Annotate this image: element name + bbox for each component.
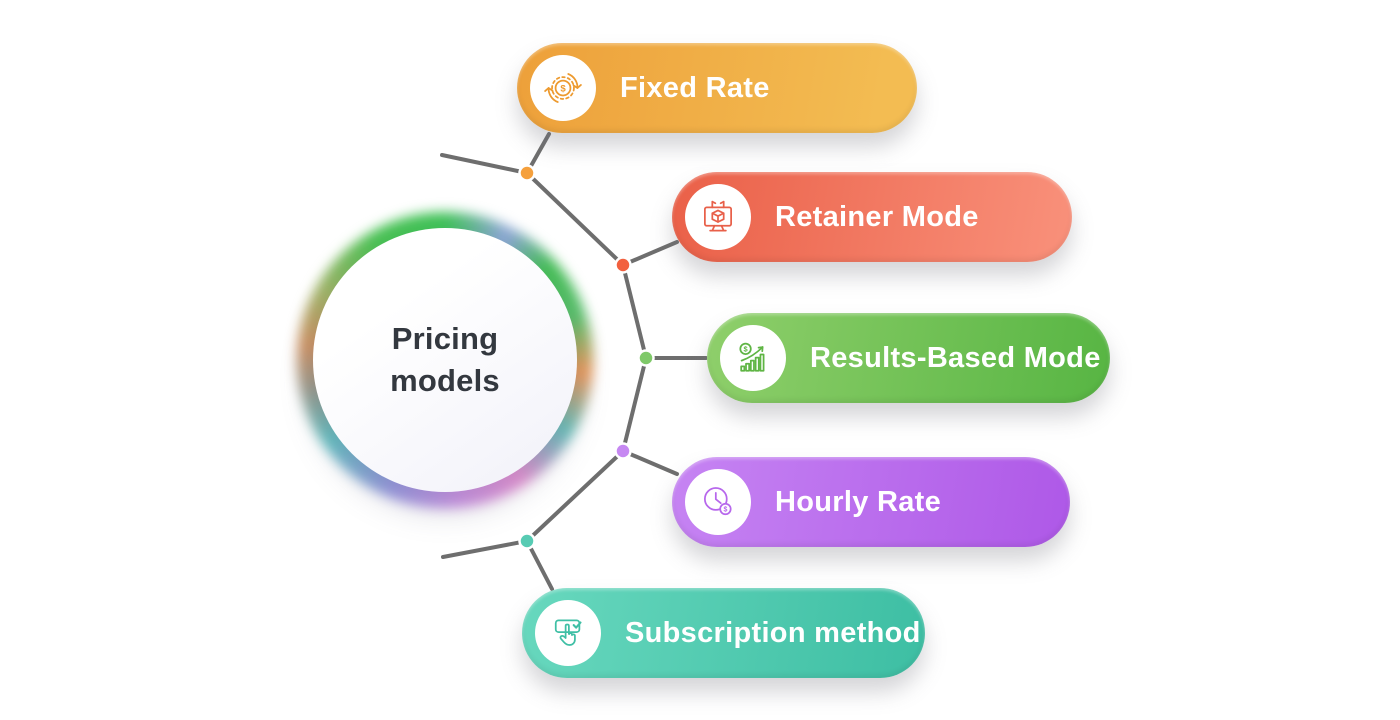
pill-retainer-mode: Retainer Mode [672, 172, 1072, 262]
branch-retainer-mode [621, 240, 679, 267]
hub-circle: Pricing models [313, 228, 577, 492]
fixed-rate-icon-circle: $ [530, 55, 596, 121]
diagram-title-line2: models [390, 363, 500, 398]
results-based-icon-circle: $ [720, 325, 786, 391]
pill-hourly-rate: $ Hourly Rate [672, 457, 1070, 547]
svg-text:$: $ [743, 344, 748, 353]
hourly-rate-icon-circle: $ [685, 469, 751, 535]
pill-fixed-rate: $ Fixed Rate [517, 43, 917, 133]
gear-dollar-sync-icon: $ [544, 73, 582, 103]
pill-label-fixed-rate: Fixed Rate [620, 71, 770, 104]
diagram-title-line1: Pricing [391, 321, 499, 356]
pill-label-hourly-rate: Hourly Rate [775, 485, 942, 518]
monitor-package-icon [704, 200, 732, 232]
pill-subscription-method: Subscription method [522, 588, 925, 678]
growth-chart-dollar-icon: $ [739, 342, 765, 372]
retainer-mode-icon-circle [685, 184, 751, 250]
click-subscribe-icon [554, 619, 582, 646]
pill-results-based-mode: $ Results-Based Mode [707, 313, 1110, 403]
node-dot-results-based [637, 349, 655, 367]
node-dot-subscription [518, 532, 536, 550]
svg-text:$: $ [723, 507, 727, 514]
node-dot-hourly-rate [614, 442, 632, 460]
node-dot-retainer-mode [614, 256, 632, 274]
pill-label-subscription-method: Subscription method [625, 616, 921, 649]
branch-subscription [525, 539, 554, 591]
diagram-title: Pricing models [390, 318, 500, 402]
branch-hourly-rate [621, 449, 679, 476]
subscription-method-icon-circle [535, 600, 601, 666]
pill-label-results-based-mode: Results-Based Mode [810, 341, 1101, 374]
pill-label-retainer-mode: Retainer Mode [775, 200, 979, 233]
node-dot-fixed-rate [518, 164, 536, 182]
svg-text:$: $ [560, 84, 566, 95]
clock-dollar-icon: $ [704, 487, 732, 516]
